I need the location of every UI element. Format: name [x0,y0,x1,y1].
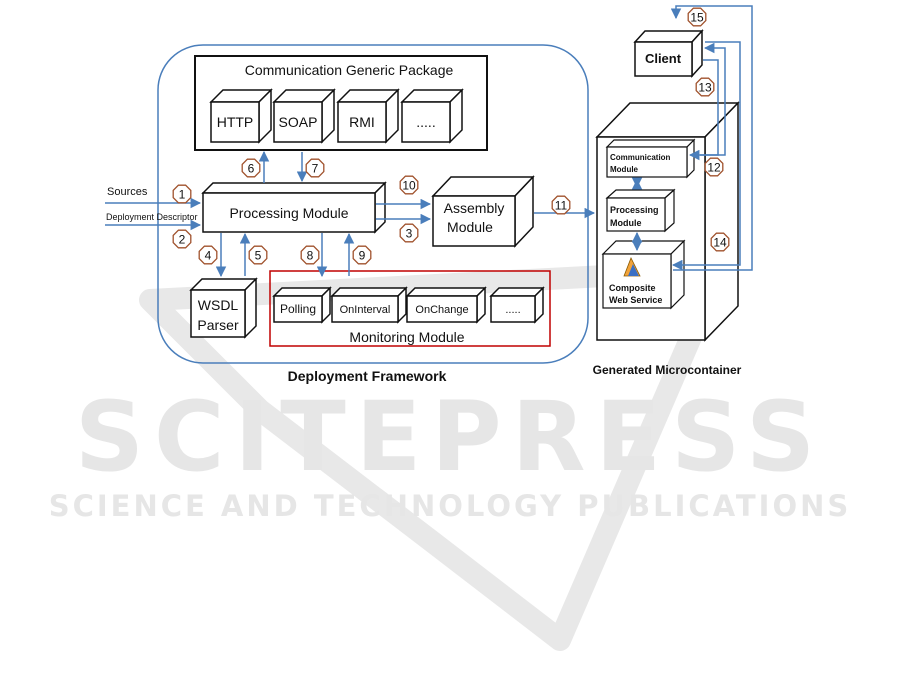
step-badge-14: 14 [710,232,730,252]
monitoring-module-box [269,270,551,347]
comm-generic-package-box [194,55,488,151]
step-badge-number: 11 [555,199,568,213]
wsdl-parser-label-line2: Parser [197,317,239,333]
step-badge-number: 6 [248,162,255,176]
comm-generic-package-title: Communication Generic Package [245,62,454,78]
processing-module: Processing Module [201,181,387,234]
micro-processing-label-line2: Module [610,218,642,228]
composite-service-logo-icon [623,257,641,277]
processing-module-label: Processing Module [229,205,348,221]
protocol-cube-1-label: HTTP [217,114,254,130]
client: Client [633,29,704,78]
step-badge-number: 5 [255,249,262,263]
sources-label: Sources [107,186,148,198]
monitor-cube-4: ..... [489,286,545,324]
step-badge-number: 15 [690,11,704,25]
step-badge-11: 11 [551,195,571,215]
watermark-tagline: SCIENCE AND TECHNOLOGY PUBLICATIONS [49,489,852,523]
assembly-module: Assembly Module [431,175,535,248]
monitor-cube-3-label: OnChange [415,304,468,316]
protocol-cube-4-label: ..... [416,114,435,130]
protocol-cube-3: RMI [336,88,400,144]
protocol-cube-4: ..... [400,88,464,144]
monitor-cube-1: Polling [272,286,332,324]
protocol-cube-2-label: SOAP [279,114,318,130]
step-badge-7: 7 [305,158,325,178]
monitor-cube-1-label: Polling [280,302,316,316]
step-badge-number: 8 [307,249,314,263]
microcontainer-caption: Generated Microcontainer [593,363,742,377]
composite-ws-label-line1: Composite [609,283,656,293]
micro-comm-label-line2: Module [610,165,639,174]
deployment-framework-caption: Deployment Framework [288,368,447,384]
step-badge-number: 4 [205,249,212,263]
protocol-cube-1: HTTP [209,88,273,144]
step-badge-6: 6 [241,158,261,178]
step-badge-9: 9 [352,245,372,265]
monitor-cube-4-label: ..... [505,304,520,316]
step-badge-12: 12 [704,157,724,177]
step-badge-number: 3 [406,227,413,241]
composite-ws-label-line2: Web Service [609,295,662,305]
step-badge-5: 5 [248,245,268,265]
watermark-brand: SCITEPRESS [75,381,825,493]
monitor-cube-2-label: OnInterval [340,304,391,316]
step-badge-8: 8 [300,245,320,265]
wsdl-parser-label-line1: WSDL [198,297,239,313]
step-badge-13: 13 [695,77,715,97]
micro-processing-module: Processing Module [605,188,676,233]
step-badge-number: 1 [179,188,186,202]
wsdl-parser: WSDL Parser [189,277,258,339]
step-badge-1: 1 [172,184,192,204]
monitoring-module-title: Monitoring Module [349,329,464,345]
step-badge-2: 2 [172,229,192,249]
client-label: Client [645,51,682,66]
monitor-cube-3: OnChange [405,286,487,324]
step-badge-number: 9 [359,249,366,263]
step-badge-15: 15 [687,7,707,27]
step-badge-10: 10 [399,175,419,195]
monitor-cube-2: OnInterval [330,286,408,324]
step-badge-number: 13 [698,81,712,95]
composite-web-service: Composite Web Service [601,239,686,310]
protocol-cube-2: SOAP [272,88,336,144]
publisher-watermark: SCITEPRESS SCIENCE AND TECHNOLOGY PUBLIC… [49,259,852,651]
step-badge-4: 4 [198,245,218,265]
protocol-cube-3-label: RMI [349,114,375,130]
micro-processing-label-line1: Processing [610,205,659,215]
step-badge-number: 12 [707,161,721,175]
micro-communication-module: Communication Module [605,138,696,179]
assembly-module-label-line1: Assembly [444,200,505,216]
arrow-15 [670,5,753,271]
micro-comm-label-line1: Communication [610,153,671,162]
deployment-descriptor-label: Deployment Descriptor [106,212,198,222]
arrow-13 [700,42,726,156]
step-badge-number: 14 [713,236,727,250]
step-badge-number: 2 [179,233,186,247]
step-badge-number: 10 [402,179,416,193]
arrow-14 [671,41,741,271]
flow-arrows [105,5,753,278]
deployment-framework-frame [157,44,589,364]
step-badge-number: 7 [312,162,319,176]
step-badge-3: 3 [399,223,419,243]
assembly-module-label-line2: Module [447,219,493,235]
